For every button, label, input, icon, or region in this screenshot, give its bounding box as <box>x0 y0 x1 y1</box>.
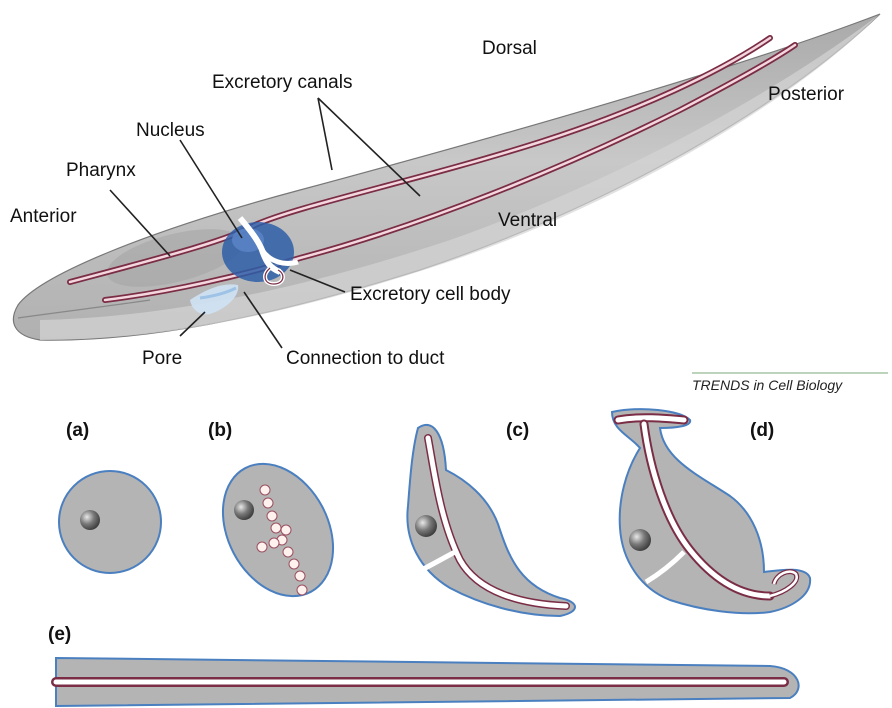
panel-d-cell <box>612 409 810 613</box>
label-dorsal: Dorsal <box>482 38 537 59</box>
panel-a-cell <box>59 471 161 573</box>
panel-c-cell <box>407 425 575 616</box>
label-excretory-canals: Excretory canals <box>212 72 352 93</box>
panel-d-nucleus <box>629 529 651 551</box>
label-anterior: Anterior <box>10 206 77 227</box>
panel-a-nucleus <box>80 510 100 530</box>
panel-label-a: (a) <box>66 420 89 441</box>
label-connection-to-duct: Connection to duct <box>286 348 445 369</box>
label-pharynx: Pharynx <box>66 160 136 181</box>
panel-e-canal <box>56 658 799 706</box>
panel-b-nucleus <box>234 500 254 520</box>
panel-label-d: (d) <box>750 420 774 441</box>
panel-c-nucleus <box>415 515 437 537</box>
panel-label-c: (c) <box>506 420 529 441</box>
label-pore: Pore <box>142 348 182 369</box>
label-ventral: Ventral <box>498 210 557 231</box>
panel-label-b: (b) <box>208 420 232 441</box>
panel-label-e: (e) <box>48 624 71 645</box>
credit-text: TRENDS in Cell Biology <box>692 377 843 393</box>
label-nucleus: Nucleus <box>136 120 205 141</box>
label-posterior: Posterior <box>768 84 845 105</box>
panel-b-cell <box>201 445 355 616</box>
label-excretory-cell-body: Excretory cell body <box>350 284 511 305</box>
